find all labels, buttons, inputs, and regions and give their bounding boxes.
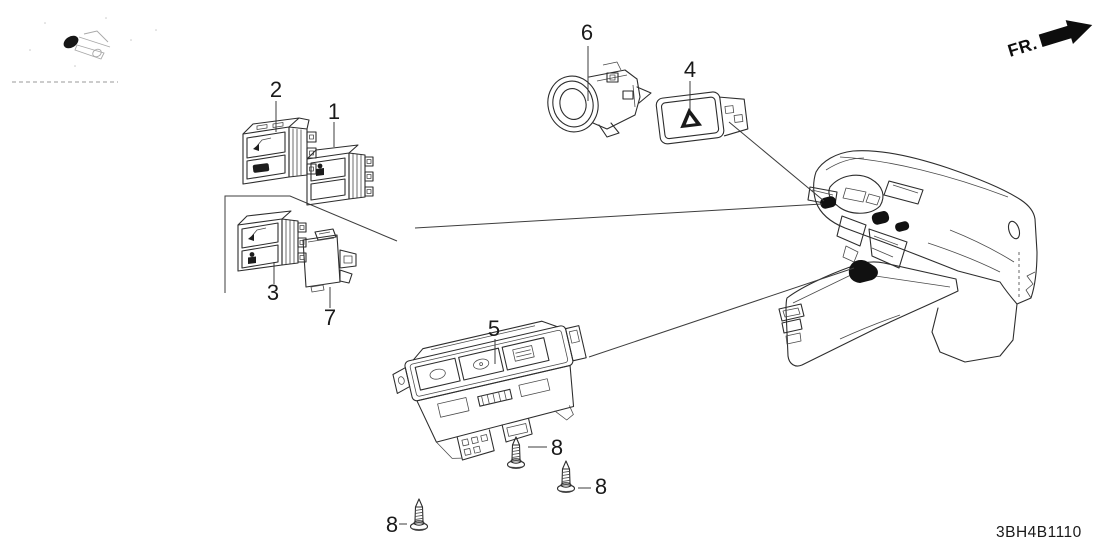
side-vent xyxy=(1007,220,1021,240)
key-sketch xyxy=(12,17,157,83)
leader-line xyxy=(728,121,825,202)
lower-right-panel xyxy=(931,303,1018,363)
fr-direction-indicator: FR. xyxy=(1005,20,1093,61)
callout-6: 6 xyxy=(581,20,593,45)
part-5-switch-assembly xyxy=(392,320,587,461)
dashboard-illustration xyxy=(778,150,1038,367)
part-8-screw xyxy=(409,498,429,531)
hazard-triangle-icon xyxy=(680,107,703,129)
group-bracket-leader xyxy=(224,195,398,293)
part-6-push-button xyxy=(547,61,652,138)
part-8-screw xyxy=(556,460,576,493)
diagram-code: 3BH4B1110 xyxy=(996,524,1082,541)
seat-heater-icon xyxy=(316,163,324,176)
trunk-open-icon xyxy=(248,227,267,241)
center-display xyxy=(883,180,924,205)
leader-line xyxy=(588,267,855,358)
callout-8-a: 8 xyxy=(551,435,563,460)
install-location-marker xyxy=(848,260,878,283)
part-8-screw xyxy=(506,436,526,469)
part-1-switch xyxy=(306,144,374,206)
callout-4: 4 xyxy=(684,57,696,82)
part-7-switch-blank xyxy=(302,228,357,293)
seat-heater-icon xyxy=(248,252,256,264)
callout-8-c: 8 xyxy=(386,512,398,537)
trunk-close-icon xyxy=(252,163,270,173)
install-location-marker xyxy=(895,221,910,232)
leader-lines xyxy=(224,46,855,525)
fr-label: FR. xyxy=(1005,33,1039,61)
part-2-switch xyxy=(242,117,317,185)
callout-3: 3 xyxy=(267,280,279,305)
center-stack xyxy=(868,228,908,269)
install-location-marker xyxy=(820,196,837,209)
trunk-open-icon xyxy=(253,137,272,151)
part-3-switch xyxy=(237,210,307,272)
fr-arrow-icon xyxy=(1038,20,1093,48)
callout-7: 7 xyxy=(324,305,336,330)
callout-5: 5 xyxy=(488,316,500,341)
leader-line xyxy=(414,203,823,229)
install-location-marker xyxy=(871,211,890,225)
callout-1: 1 xyxy=(328,99,340,124)
part-4-hazard-switch xyxy=(655,91,749,145)
callout-8-b: 8 xyxy=(595,474,607,499)
callout-2: 2 xyxy=(270,77,282,102)
